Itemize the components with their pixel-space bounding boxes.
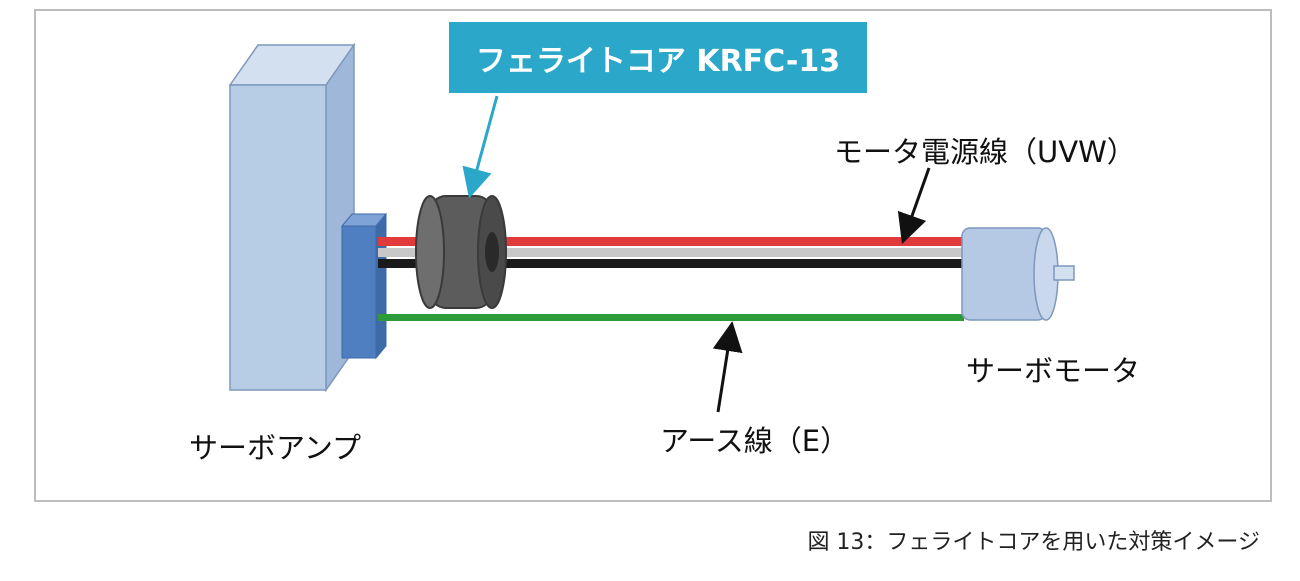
servo-amp-label: サーボアンプ (189, 431, 361, 465)
earth-line-arrow (712, 321, 743, 413)
power-line-arrow (897, 167, 931, 245)
ferrite-pointer-arrow (462, 95, 499, 199)
figure-caption: 図 13：フェライトコアを用いた対策イメージ (807, 530, 1260, 555)
servo-motor-label: サーボモータ (966, 354, 1141, 388)
ferrite-core-icon (415, 195, 507, 309)
wire-black (378, 259, 964, 268)
servo-amp-icon (228, 42, 356, 393)
motor-power-line-label: モータ電源線（UVW） (834, 135, 1136, 169)
servo-motor-icon (961, 227, 1075, 321)
wire-red (378, 237, 964, 246)
earth-line-label: アース線（E） (660, 424, 850, 458)
wire-white (378, 248, 964, 257)
motor-power-wires (378, 237, 964, 268)
earth-wire (378, 314, 964, 321)
ferrite-core-label: フェライトコア KRFC-13 (449, 22, 867, 93)
amp-connector-icon (340, 212, 388, 360)
